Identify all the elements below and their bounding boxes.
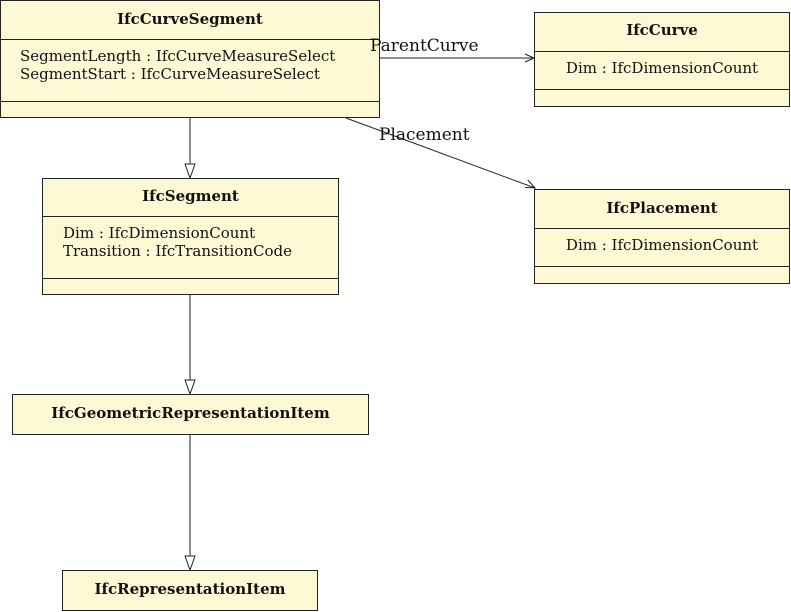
operation-compartment (43, 278, 338, 294)
class-name: IfcCurve (626, 21, 698, 39)
inheritance-arrowhead-curve-segment (184, 163, 196, 180)
attribute-compartment: SegmentLength : IfcCurveMeasureSelect Se… (1, 39, 379, 101)
attribute: SegmentLength : IfcCurveMeasureSelect (20, 47, 336, 65)
class-ifc-geometric-representation-item[interactable]: IfcGeometricRepresentationItem (12, 394, 369, 435)
class-name: IfcPlacement (606, 199, 718, 217)
inheritance-arrowhead-segment (184, 379, 196, 396)
attribute: Dim : IfcDimensionCount (565, 236, 759, 254)
inheritance-arrowhead-geometric-item (184, 555, 196, 572)
attribute-compartment: Dim : IfcDimensionCount Transition : Ifc… (43, 216, 338, 278)
class-name: IfcGeometricRepresentationItem (51, 404, 330, 422)
class-ifc-placement[interactable]: IfcPlacement Dim : IfcDimensionCount (534, 189, 790, 284)
class-ifc-representation-item[interactable]: IfcRepresentationItem (62, 570, 318, 611)
attribute: Transition : IfcTransitionCode (63, 242, 293, 260)
operation-compartment (535, 266, 789, 283)
operation-compartment (535, 89, 789, 106)
class-name: IfcCurveSegment (117, 10, 263, 28)
attribute: Dim : IfcDimensionCount (63, 224, 256, 242)
class-ifc-curve[interactable]: IfcCurve Dim : IfcDimensionCount (534, 12, 790, 107)
placement-label: Placement (379, 125, 470, 145)
class-ifc-segment[interactable]: IfcSegment Dim : IfcDimensionCount Trans… (42, 178, 339, 295)
attribute-compartment: Dim : IfcDimensionCount (535, 51, 789, 89)
operation-compartment (1, 101, 379, 117)
attribute-compartment: Dim : IfcDimensionCount (535, 228, 789, 266)
parent-curve-label: ParentCurve (370, 36, 479, 56)
attribute: SegmentStart : IfcCurveMeasureSelect (20, 65, 320, 83)
attribute: Dim : IfcDimensionCount (565, 59, 759, 77)
class-name: IfcRepresentationItem (94, 580, 286, 598)
placement-arrowhead (524, 179, 537, 189)
placement-association-line (345, 117, 536, 189)
class-name: IfcSegment (142, 187, 239, 205)
class-ifc-curve-segment[interactable]: IfcCurveSegment SegmentLength : IfcCurve… (0, 0, 380, 118)
